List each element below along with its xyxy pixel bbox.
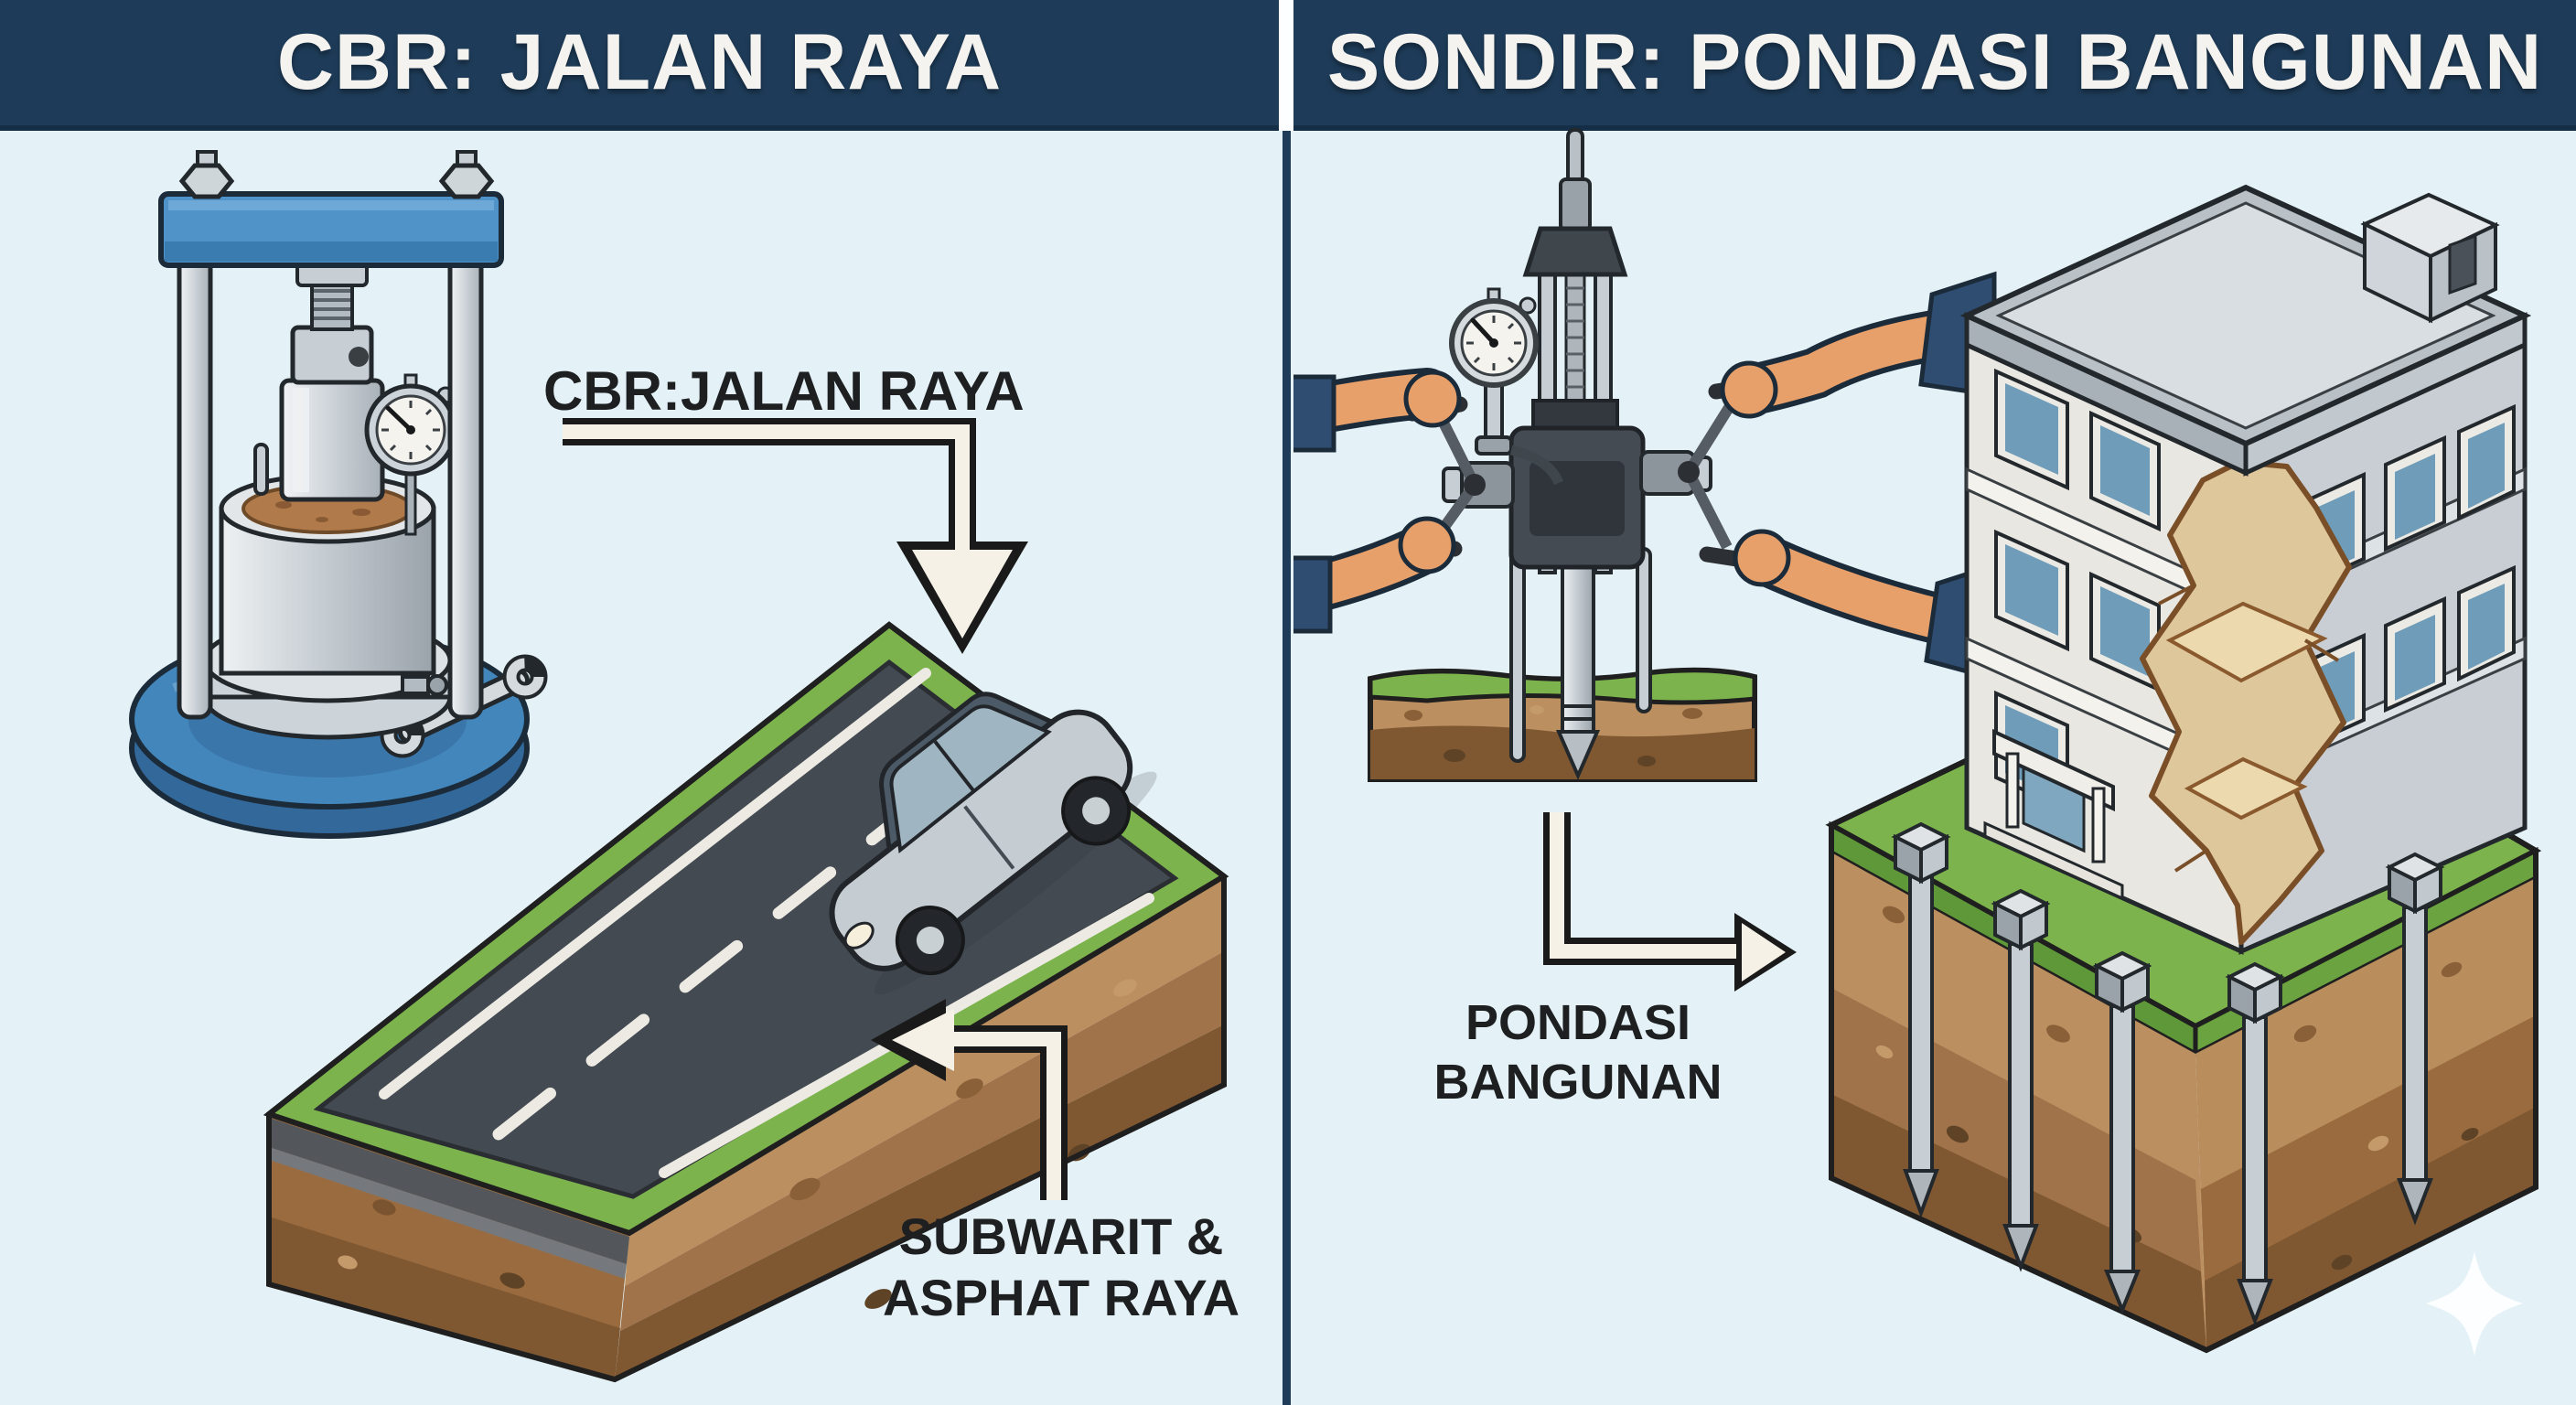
- bolt-nut-icon: [438, 150, 495, 199]
- cbr-panel-header: CBR: JALAN RAYA: [0, 0, 1279, 131]
- foundation-piles-illustration: [1891, 821, 2445, 1326]
- subgrade-callout-line1: SUBWARIT &: [898, 1207, 1224, 1265]
- subgrade-callout-line2: ASPHAT RAYA: [882, 1269, 1240, 1327]
- car-illustration: [829, 692, 1157, 995]
- crossbeam: [158, 191, 504, 268]
- sondir-illustration: [1293, 128, 2542, 1356]
- foundation-callout-label: PONDASI BANGUNAN: [1372, 993, 1784, 1112]
- pile-icon: [2385, 852, 2445, 1226]
- pile-icon: [2225, 961, 2285, 1326]
- operator-arm-right-top: [1720, 271, 2007, 419]
- operator-arm-right-bottom: [1733, 529, 2011, 682]
- cbr-panel-title: CBR: JALAN RAYA: [276, 18, 1003, 106]
- pile-icon: [2092, 950, 2152, 1315]
- building-entrance: [1983, 728, 2124, 901]
- sondir-panel-header: SONDIR: PONDASI BANGUNAN: [1293, 0, 2576, 131]
- cbr-panel: CBR: JALAN RAYA: [0, 0, 1279, 1405]
- loading-piston: [279, 262, 385, 502]
- cbr-callout-arrow: [563, 418, 1028, 654]
- road-block-outline: [266, 621, 1227, 1383]
- rooftop-penthouse: [2360, 192, 2500, 324]
- road-soil-face-left: [269, 1114, 629, 1379]
- soil-mold: [202, 443, 453, 740]
- cbr-illustration: [129, 150, 1229, 1383]
- pile-icon: [1991, 888, 2051, 1272]
- foundation-callout-line1: PONDASI: [1465, 995, 1691, 1050]
- pile-icon: [1891, 821, 1951, 1218]
- panel-divider: [1283, 131, 1291, 1405]
- subgrade-callout-arrow: [871, 999, 1068, 1200]
- operator-arm-left-bottom: [1293, 516, 1456, 634]
- sondir-test-apparatus-illustration: [1293, 128, 2011, 780]
- sparkle-icon: [2426, 1251, 2523, 1356]
- building-crack-cutaway: [2140, 459, 2352, 945]
- sondir-panel: SONDIR: PONDASI BANGUNAN: [1293, 0, 2576, 1405]
- building-illustration: [1959, 184, 2532, 955]
- foundation-callout-arrow: [1543, 812, 1797, 992]
- dial-gauge-icon: [364, 373, 457, 536]
- foundation-soil-face-right: [2195, 878, 2536, 1350]
- machine-callout-label: CBR:JALAN RAYA: [543, 360, 1025, 422]
- foundation-callout-line2: BANGUNAN: [1433, 1054, 1723, 1110]
- bolt-nut-icon: [178, 150, 235, 199]
- operator-arm-left-top: [1293, 368, 1462, 453]
- cbr-test-apparatus-illustration: [129, 150, 548, 839]
- road-soil-face-right: [615, 876, 1224, 1379]
- road-cross-section-illustration: [263, 621, 1229, 1383]
- pressure-gauge-icon: [1449, 287, 1564, 486]
- drive-head: [1442, 399, 1712, 570]
- subgrade-callout-label: SUBWARIT & ASPHAT RAYA: [814, 1206, 1308, 1328]
- panel-gap: [1279, 0, 1293, 131]
- sondir-panel-title: SONDIR: PONDASI BANGUNAN: [1326, 18, 2543, 106]
